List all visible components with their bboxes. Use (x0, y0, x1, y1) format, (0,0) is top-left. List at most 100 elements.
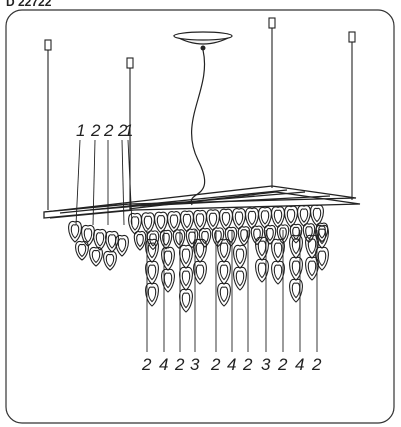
glass-loop (146, 230, 160, 251)
glass-loop-inner (240, 229, 248, 243)
bottom-label: 2 (210, 355, 221, 374)
glass-loop (289, 223, 303, 244)
bottom-label: 2 (277, 355, 288, 374)
glass-loop (115, 234, 129, 257)
glass-loop-inner (147, 286, 157, 303)
glass-loop-inner (147, 242, 157, 259)
glass-loop-inner (317, 228, 327, 245)
glass-loop-inner (181, 292, 191, 309)
glass-loop (161, 268, 175, 293)
diagram-frame (5, 9, 395, 424)
glass-loop-inner (307, 238, 317, 255)
top-leader-line (127, 139, 133, 226)
glass-loop-inner (318, 225, 326, 239)
glass-loop-inner (105, 253, 115, 268)
glass-loop (103, 250, 117, 271)
glass-loop-inner (291, 238, 301, 255)
glass-loop-inner (147, 264, 157, 281)
bottom-label: 2 (141, 355, 152, 374)
glass-loop-inner (253, 228, 261, 242)
glass-loop (68, 220, 82, 243)
top-leader-line (92, 139, 96, 226)
glass-loop-inner (91, 249, 101, 264)
glass-loop-inner (234, 211, 244, 226)
top-label: 2 (117, 121, 128, 140)
chandelier-frame (43, 185, 361, 219)
glass-loop-inner (317, 250, 327, 267)
glass-loop-inner (130, 216, 140, 231)
bottom-label: 2 (174, 355, 185, 374)
glass-loop-inner (182, 213, 192, 229)
glass-loop (159, 229, 173, 250)
glass-loop (172, 229, 186, 249)
glass-loop (233, 266, 247, 291)
glass-loop-inner (273, 209, 283, 225)
glass-loop-inner (181, 270, 191, 287)
glass-loop-inner (95, 232, 105, 247)
ceiling-canopy (172, 31, 233, 51)
glass-loop (302, 223, 316, 243)
glass-loop-inner (257, 262, 267, 279)
glass-loop-inner (136, 233, 144, 248)
glass-loop-inner (156, 215, 166, 230)
glass-loop-inner (305, 226, 313, 240)
glass-loop-inner (235, 248, 245, 265)
glass-loop (89, 246, 103, 267)
power-cable (190, 49, 206, 206)
glass-loop-inner (286, 209, 296, 224)
top-label: 2 (103, 121, 114, 140)
glass-loop-inner (307, 260, 317, 277)
glass-loop-inner (70, 224, 80, 239)
glass-loop-inner (266, 227, 274, 242)
glass-loop (224, 226, 238, 247)
glass-loop-inner (77, 243, 87, 258)
bottom-label: 2 (242, 355, 253, 374)
glass-loop-inner (227, 229, 235, 243)
glass-loop-inner (219, 286, 229, 303)
glass-loop (179, 288, 193, 313)
glass-loop-inner (219, 242, 229, 259)
glass-loop-inner (273, 264, 283, 281)
glass-loop (289, 278, 303, 303)
glass-loop-inner (273, 242, 283, 259)
glass-loop-inner (291, 282, 301, 299)
glass-loop-inner (292, 226, 300, 240)
glass-loop-inner (117, 238, 127, 253)
glass-loop-inner (247, 210, 257, 226)
glass-loop (263, 224, 277, 245)
product-code: D 22722 (6, 0, 52, 9)
top-label: 1 (76, 121, 85, 140)
suspension-wires (44, 17, 356, 210)
top-leader-line (121, 139, 125, 226)
glass-loop (133, 230, 147, 251)
bottom-label: 4 (295, 355, 304, 374)
glass-loop (315, 222, 329, 243)
glass-loop-inner (221, 212, 231, 227)
glass-loop (93, 228, 107, 251)
glass-loop-inner (162, 232, 170, 246)
glass-loop-inner (83, 228, 93, 243)
glass-loop-inner (195, 264, 205, 281)
top-label: 1 (124, 121, 133, 140)
glass-loop-inner (312, 207, 322, 223)
glass-loop-inner (163, 272, 173, 289)
glass-loop (250, 225, 264, 246)
glass-loop-inner (143, 215, 153, 231)
glass-loop (255, 258, 269, 283)
bottom-label: 4 (159, 355, 168, 374)
glass-loop (75, 240, 89, 261)
glass-loop-inner (181, 248, 191, 265)
glass-loop-inner (169, 214, 179, 229)
glass-loop-inner (195, 213, 205, 228)
glass-loop-inner (299, 208, 309, 223)
glass-loop-inner (201, 230, 209, 245)
glass-loop-inner (219, 264, 229, 281)
bottom-label: 3 (190, 355, 200, 374)
glass-loop-inner (257, 240, 267, 257)
glass-loop-inner (107, 234, 117, 249)
glass-loop-inner (291, 260, 301, 277)
top-leader-line (75, 139, 81, 226)
